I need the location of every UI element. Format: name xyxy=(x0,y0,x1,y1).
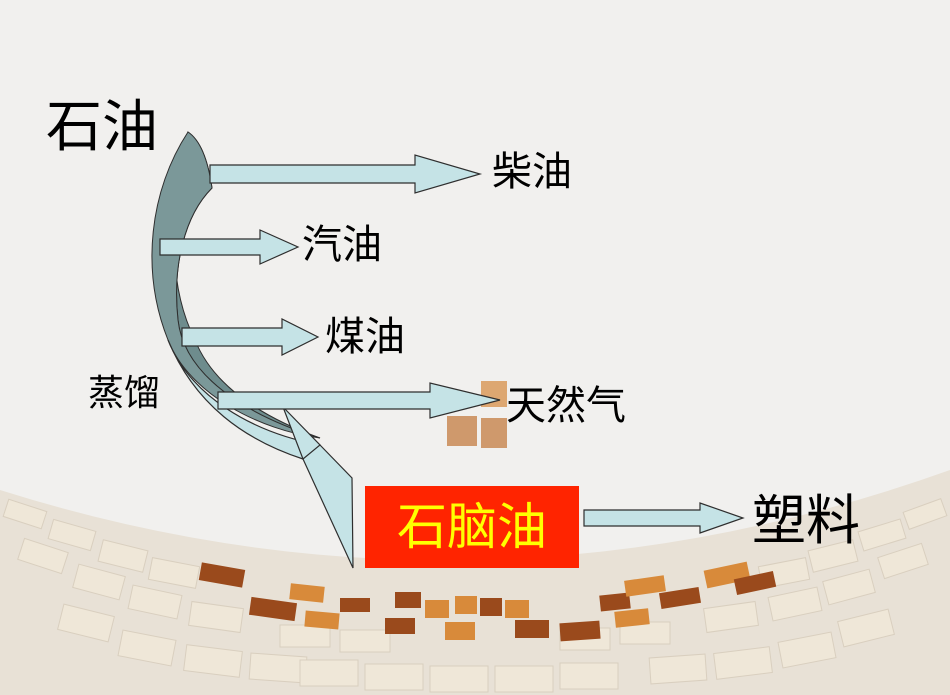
arrow-natural-gas xyxy=(217,382,501,419)
tile-floor-decoration xyxy=(0,381,950,695)
process-label: 蒸馏 xyxy=(88,373,161,414)
product-kerosene-label: 煤油 xyxy=(325,314,405,360)
product-naphtha-label: 石脑油 xyxy=(397,498,547,556)
source-label: 石油 xyxy=(46,95,158,160)
tile-cluster-decoration xyxy=(447,381,507,448)
arrow-kerosene xyxy=(181,318,320,356)
downstream-plastic-label: 塑料 xyxy=(752,489,860,552)
product-gasoline-label: 汽油 xyxy=(302,222,382,268)
product-natural-gas-label: 天然气 xyxy=(506,383,626,429)
naphtha-highlight-box: 石脑油 xyxy=(365,486,579,568)
product-diesel-label: 柴油 xyxy=(492,149,572,195)
arrow-diesel xyxy=(209,154,483,194)
arrow-plastic xyxy=(583,502,745,534)
main-curved-arrow xyxy=(167,339,354,569)
arrow-gasoline xyxy=(159,229,300,265)
